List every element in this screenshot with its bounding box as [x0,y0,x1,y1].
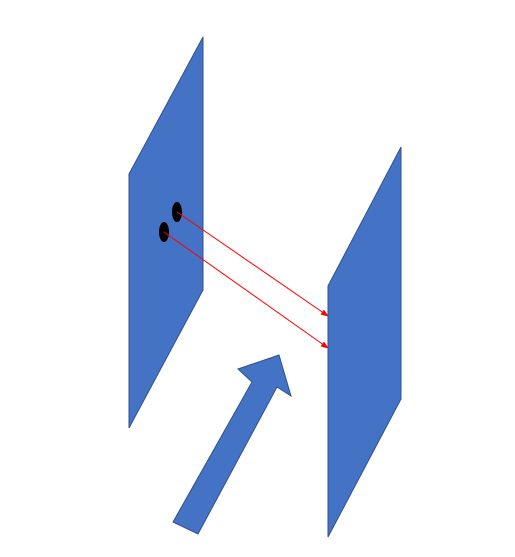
right-plate [327,146,402,538]
lower-ray [163,231,329,349]
upper-ray [176,211,329,317]
block-arrow-up-right-icon [172,354,292,535]
